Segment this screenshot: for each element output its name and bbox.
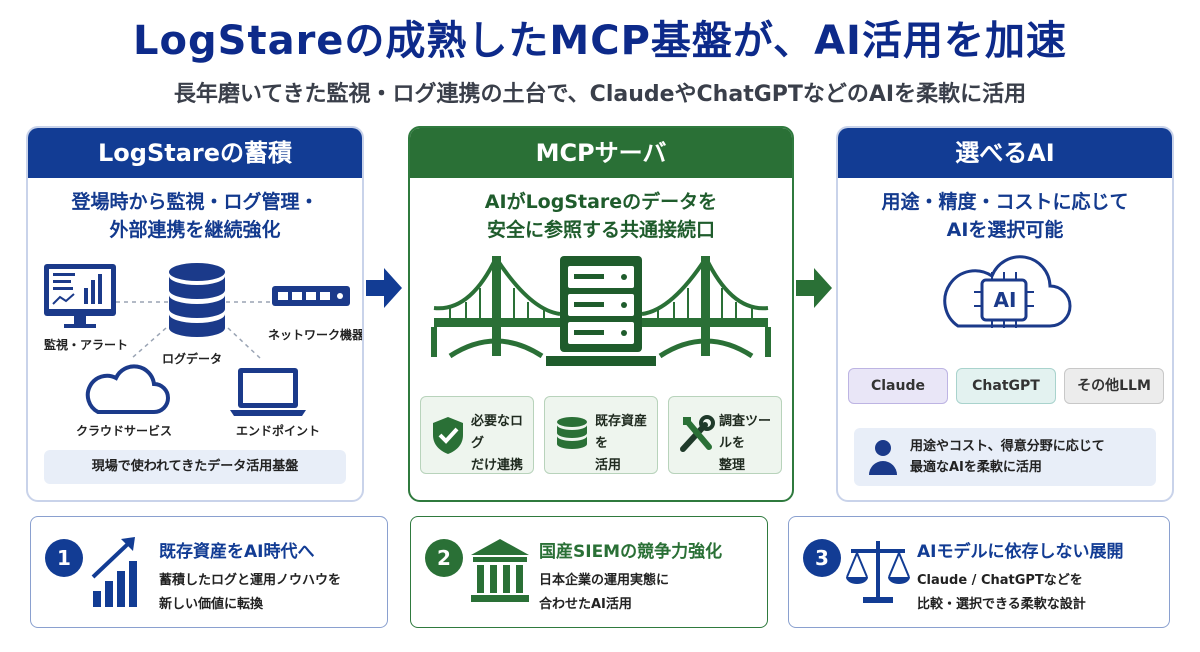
- benefit-title: 国産SIEMの競争力強化: [539, 542, 723, 562]
- node-label-logdata: ログデータ: [162, 352, 223, 366]
- base-platform-bar: 現場で使われてきたデータ活用基盤: [44, 450, 346, 484]
- feature-line1: 既存資産を: [595, 414, 648, 451]
- benefit-number: 3: [803, 539, 841, 577]
- log-database-icon: [169, 263, 225, 337]
- data-sources-diagram: [44, 263, 350, 416]
- database-icon: [557, 417, 587, 449]
- benefit-desc-line1: 日本企業の運用実態に: [539, 573, 670, 588]
- logstare-panel-header: LogStareの蓄積: [28, 128, 362, 178]
- feature-card-tools: 調査ツールを 整理: [668, 396, 782, 474]
- benefit-desc: 日本企業の運用実態に 合わせたAI活用: [539, 569, 669, 617]
- ai-usage-text: 用途やコスト、得意分野に応じて 最適なAIを柔軟に活用: [910, 436, 1105, 478]
- tools-icon: [680, 415, 715, 452]
- feature-line2: 活用: [595, 458, 622, 473]
- laptop-icon: [230, 368, 306, 416]
- benefit-number: 2: [425, 539, 463, 577]
- person-icon: [869, 440, 897, 475]
- scale-icon: [846, 541, 910, 603]
- pill-claude: Claude: [848, 368, 948, 404]
- ai-panel-desc: 用途・精度・コストに応じて AIを選択可能: [838, 188, 1172, 244]
- feature-text-tools: 調査ツールを 整理: [719, 411, 781, 477]
- node-label-monitor: 監視・アラート: [44, 338, 129, 352]
- benefit-desc: Claude / ChatGPTなどを 比較・選択できる柔軟な設計: [917, 569, 1086, 617]
- ai-panel-header: 選べるAI: [838, 128, 1172, 178]
- shield-check-icon: [433, 417, 463, 454]
- logstare-desc-line2: 外部連携を継続強化: [109, 219, 281, 241]
- feature-line2: 整理: [719, 458, 746, 473]
- mcp-desc-line2: 安全に参照する共通接続口: [486, 219, 715, 241]
- ai-usage-line2: 最適なAIを柔軟に活用: [910, 460, 1042, 475]
- benefit-desc-line2: 合わせたAI活用: [539, 597, 632, 612]
- feature-line2: だけ連携: [471, 458, 524, 473]
- mcp-panel-header: MCPサーバ: [410, 128, 792, 178]
- mcp-desc-line1: AIがLogStareのデータを: [484, 191, 718, 213]
- ai-usage-line1: 用途やコスト、得意分野に応じて: [910, 439, 1105, 454]
- mcp-server-panel: MCPサーバ AIがLogStareのデータを 安全に参照する共通接続口: [408, 126, 794, 502]
- logstare-panel-desc: 登場時から監視・ログ管理・ 外部連携を継続強化: [28, 188, 362, 244]
- ai-usage-box: 用途やコスト、得意分野に応じて 最適なAIを柔軟に活用: [854, 428, 1156, 486]
- ai-choice-panel: 選べるAI 用途・精度・コストに応じて AIを選択可能 AI Claude Ch…: [836, 126, 1174, 502]
- page-subtitle: 長年磨いてきた監視・ログ連携の土台で、ClaudeやChatGPTなどのAIを柔…: [173, 82, 1027, 107]
- node-label-cloud: クラウドサービス: [76, 424, 173, 438]
- mcp-panel-desc: AIがLogStareのデータを 安全に参照する共通接続口: [410, 188, 792, 244]
- logstare-desc-line1: 登場時から監視・ログ管理・: [71, 191, 319, 213]
- server-icon: [546, 256, 656, 366]
- pill-other-llm: その他LLM: [1064, 368, 1164, 404]
- ai-desc-line2: AIを選択可能: [946, 219, 1064, 241]
- growth-chart-icon: [91, 537, 137, 607]
- node-label-network: ネットワーク機器: [268, 328, 364, 342]
- feature-line1: 調査ツールを: [719, 414, 772, 451]
- feature-card-log-filter: 必要なログ だけ連携: [420, 396, 534, 474]
- cloud-icon: [85, 364, 170, 414]
- benefit-desc: 蓄積したログと運用ノウハウを 新しい価値に転換: [159, 569, 341, 617]
- node-label-endpoint: エンドポイント: [236, 424, 321, 438]
- institution-icon: [471, 539, 529, 602]
- benefit-card-2: 2 国産SIEMの競争力強化 日本企業の運用実態に 合わせたAI活用: [410, 516, 768, 628]
- benefit-title: AIモデルに依存しない展開: [917, 542, 1124, 562]
- pill-chatgpt: ChatGPT: [956, 368, 1056, 404]
- bridge-server-illustration: [431, 256, 771, 366]
- benefit-desc-line1: Claude / ChatGPTなどを: [917, 573, 1083, 588]
- network-device-icon: [272, 286, 350, 306]
- ai-cloud-chip-icon: [943, 255, 1072, 328]
- logstare-panel: LogStareの蓄積 登場時から監視・ログ管理・ 外部連携を継続強化: [26, 126, 364, 502]
- page-title: LogStareの成熟したMCP基盤が、AI活用を加速: [133, 18, 1067, 64]
- arrow-right-icon: [796, 268, 832, 308]
- benefit-number: 1: [45, 539, 83, 577]
- connector-lines: [116, 301, 270, 359]
- arrow-right-icon: [366, 268, 402, 308]
- feature-text-log-filter: 必要なログ だけ連携: [471, 411, 533, 477]
- benefit-desc-line1: 蓄積したログと運用ノウハウを: [159, 573, 342, 588]
- feature-text-asset-reuse: 既存資産を 活用: [595, 411, 657, 477]
- benefit-desc-line2: 比較・選択できる柔軟な設計: [917, 597, 1086, 612]
- monitor-icon: [44, 264, 116, 328]
- ai-desc-line1: 用途・精度・コストに応じて: [881, 191, 1129, 213]
- benefit-title: 既存資産をAI時代へ: [159, 542, 315, 562]
- feature-card-asset-reuse: 既存資産を 活用: [544, 396, 658, 474]
- benefit-card-3: 3 AIモデルに依存しない展開 Claude / ChatGPTなどを 比較・選…: [788, 516, 1170, 628]
- ai-chip-label: AI: [993, 288, 1017, 312]
- benefit-card-1: 1 既存資産をAI時代へ 蓄積したログと運用ノウハウを 新しい価値に転換: [30, 516, 388, 628]
- benefit-desc-line2: 新しい価値に転換: [159, 597, 264, 612]
- feature-line1: 必要なログ: [471, 414, 524, 451]
